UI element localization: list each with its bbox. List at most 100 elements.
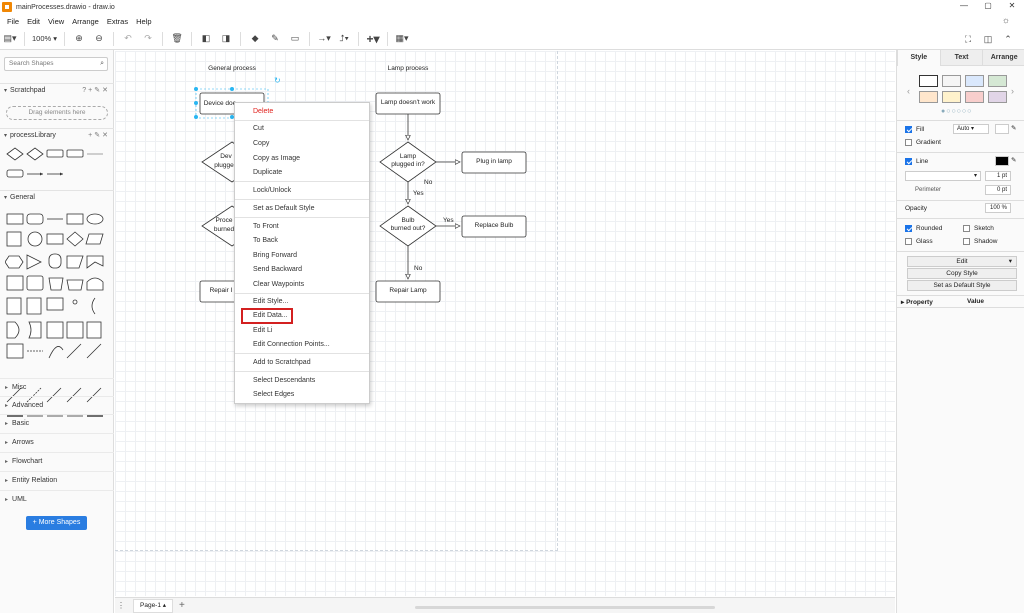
menu-item-bring-forward[interactable]: Bring Forward — [253, 252, 297, 259]
table-icon[interactable]: ▦▾ — [395, 33, 409, 43]
gradient-checkbox[interactable] — [905, 139, 912, 146]
line-width-input[interactable]: 1 pt — [985, 171, 1011, 181]
delete-icon[interactable]: 🗑 — [171, 33, 183, 43]
menu-item-to-back[interactable]: To Back — [253, 237, 278, 244]
zoom-select[interactable]: 100% ▾ — [32, 34, 58, 43]
line-edit-icon[interactable]: ✎ — [1011, 157, 1017, 164]
general-shapes[interactable] — [5, 210, 109, 370]
scratchpad-dropzone[interactable]: Drag elements here — [6, 106, 108, 120]
menu-item-default-style[interactable]: Set as Default Style — [253, 205, 315, 212]
section-basic[interactable]: ▸Basic — [0, 414, 114, 432]
menu-item-edit-style[interactable]: Edit Style... — [253, 298, 289, 305]
maximize-button[interactable]: ▢ — [984, 1, 992, 10]
redo-icon[interactable]: ↷ — [144, 33, 152, 43]
glass-checkbox[interactable] — [905, 238, 912, 245]
tab-style[interactable]: Style — [897, 50, 940, 66]
undo-icon[interactable]: ↶ — [124, 33, 132, 43]
menu-item-duplicate[interactable]: Duplicate — [253, 169, 283, 176]
collapse-icon[interactable]: ⌃ — [1004, 33, 1012, 44]
menu-item-lock[interactable]: Lock/Unlock — [253, 187, 292, 194]
section-flowchart[interactable]: ▸Flowchart — [0, 452, 114, 470]
edit-style-button[interactable]: Edit▾ — [907, 256, 1017, 267]
menu-item-edit-connection-points[interactable]: Edit Connection Points... — [253, 341, 330, 348]
menu-edit[interactable]: Edit — [27, 16, 41, 26]
copy-style-button[interactable]: Copy Style — [907, 268, 1017, 279]
line-shapes[interactable] — [5, 386, 109, 428]
menu-item-select-descendants[interactable]: Select Descendants — [253, 377, 316, 384]
style-swatch-orange[interactable] — [919, 91, 938, 103]
rounded-checkbox[interactable] — [905, 225, 912, 232]
rotate-handle-icon[interactable]: ↻ — [274, 76, 281, 85]
shadow-checkbox[interactable] — [963, 238, 970, 245]
zoom-out-icon[interactable]: ⊖ — [95, 33, 103, 43]
shadow-icon[interactable]: ▭ — [290, 33, 300, 43]
selection-handles[interactable] — [194, 87, 234, 119]
section-uml[interactable]: ▸UML — [0, 490, 114, 508]
fill-color-icon[interactable]: ◆ — [251, 33, 259, 43]
perimeter-input[interactable]: 0 pt — [985, 185, 1011, 195]
style-swatch-white[interactable] — [919, 75, 938, 87]
line-color-icon[interactable]: ✎ — [271, 33, 279, 43]
fill-color-swatch[interactable] — [995, 124, 1009, 134]
line-color-swatch[interactable] — [995, 156, 1009, 166]
section-entity-relation[interactable]: ▸Entity Relation — [0, 471, 114, 489]
menu-item-send-backward[interactable]: Send Backward — [253, 266, 303, 273]
line-checkbox[interactable] — [905, 158, 912, 165]
lamp-repair-node[interactable] — [375, 280, 441, 303]
menu-extras[interactable]: Extras — [106, 16, 129, 26]
menu-item-copy[interactable]: Copy — [253, 140, 270, 147]
style-swatch-yellow[interactable] — [942, 91, 961, 103]
to-front-icon[interactable]: ◧ — [201, 33, 211, 43]
scratchpad-header[interactable]: ▾ Scratchpad ?+✎✕ — [0, 83, 114, 97]
theme-icon[interactable]: ☼ — [1001, 15, 1010, 25]
close-button[interactable]: ✕ — [1008, 1, 1016, 10]
library-shapes[interactable] — [5, 146, 109, 182]
menu-item-edit-data[interactable]: Edit Data... — [253, 312, 288, 319]
scratchpad-actions[interactable]: ?+✎✕ — [82, 87, 110, 94]
menu-arrange[interactable]: Arrange — [72, 16, 99, 26]
to-back-icon[interactable]: ◨ — [221, 33, 231, 43]
zoom-in-icon[interactable]: ⊕ — [75, 33, 83, 43]
more-pages-icon[interactable]: ⋮ — [117, 601, 125, 610]
menu-item-cut[interactable]: Cut — [253, 125, 264, 132]
lamp-plug-node[interactable] — [461, 151, 527, 174]
horizontal-scrollbar[interactable] — [415, 606, 715, 609]
tab-text[interactable]: Text — [939, 50, 983, 66]
menu-item-to-front[interactable]: To Front — [253, 223, 279, 230]
insert-icon[interactable]: +▾ — [366, 31, 380, 46]
panel-toggle-icon[interactable]: ▤▾ — [3, 33, 17, 43]
fill-checkbox[interactable] — [905, 126, 912, 133]
style-swatch-red[interactable] — [965, 91, 984, 103]
connection-icon[interactable]: →▾ — [317, 33, 331, 43]
menu-item-copy-image[interactable]: Copy as Image — [253, 155, 301, 162]
general-header[interactable]: ▾ General — [0, 190, 114, 204]
section-advanced[interactable]: ▸Advanced — [0, 396, 114, 414]
format-panel-icon[interactable]: ◫ — [983, 33, 993, 44]
library-actions[interactable]: +✎✕ — [88, 132, 110, 139]
tab-arrange[interactable]: Arrange — [982, 50, 1024, 66]
menu-help[interactable]: Help — [136, 16, 152, 26]
line-pattern-select[interactable]: ▾ — [905, 171, 981, 181]
opacity-input[interactable]: 100 % — [985, 203, 1011, 213]
menu-item-clear-waypoints[interactable]: Clear Waypoints — [253, 281, 305, 288]
process-library-header[interactable]: ▾ processLibrary +✎✕ — [0, 128, 114, 142]
fill-edit-icon[interactable]: ✎ — [1011, 125, 1017, 132]
section-misc[interactable]: ▸Misc — [0, 378, 114, 396]
fullscreen-icon[interactable]: ⛶ — [964, 33, 972, 44]
menu-item-delete[interactable]: Delete — [253, 108, 274, 115]
section-arrows[interactable]: ▸Arrows — [0, 433, 114, 451]
minimize-button[interactable]: — — [960, 1, 968, 10]
menu-item-edit-link[interactable]: Edit Li — [253, 327, 273, 334]
swatch-pager-dots[interactable]: ●○○○○○ — [941, 108, 973, 115]
style-swatch-green[interactable] — [988, 75, 1007, 87]
style-swatch-purple[interactable] — [988, 91, 1007, 103]
page-tab[interactable]: Page-1 ▴ — [133, 598, 174, 613]
menu-file[interactable]: File — [7, 16, 20, 26]
style-swatch-gray[interactable] — [942, 75, 961, 87]
add-page-icon[interactable]: + — [179, 600, 185, 611]
chevron-right-icon[interactable]: › — [1011, 86, 1014, 96]
chevron-left-icon[interactable]: ‹ — [907, 86, 910, 96]
menu-item-add-scratchpad[interactable]: Add to Scratchpad — [253, 359, 311, 366]
menu-view[interactable]: View — [48, 16, 65, 26]
